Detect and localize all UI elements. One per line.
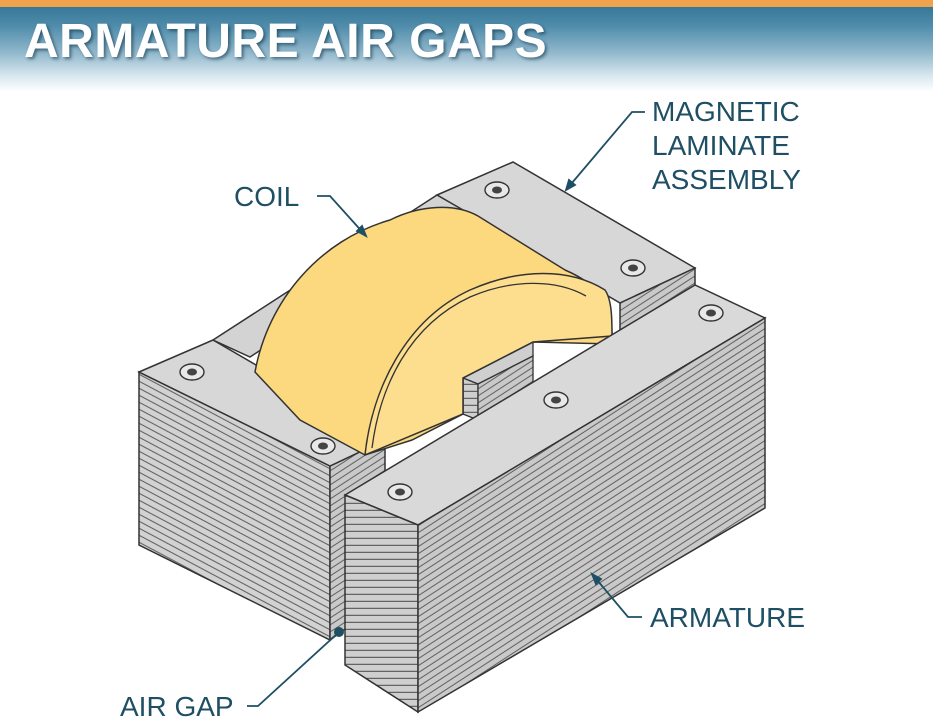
bolt-icon bbox=[310, 437, 336, 455]
armature-arrowhead bbox=[590, 571, 603, 586]
page-title: ARMATURE AIR GAPS bbox=[24, 15, 548, 68]
leader-lines bbox=[247, 111, 645, 707]
bolt-icon bbox=[484, 181, 510, 199]
bolt-icon bbox=[543, 391, 569, 409]
magnetic-leader bbox=[565, 111, 645, 191]
bolt-icon bbox=[387, 483, 413, 501]
air-gap-marker bbox=[334, 627, 344, 637]
bolt-icon bbox=[698, 304, 724, 322]
label-coil: COIL bbox=[234, 181, 299, 212]
coil-leader bbox=[317, 195, 367, 237]
armature-front-face bbox=[344, 493, 419, 714]
coil-edge-line bbox=[371, 282, 587, 449]
bolts bbox=[179, 181, 724, 501]
bolt-icon bbox=[620, 259, 646, 277]
bolt-icon bbox=[179, 363, 205, 381]
armature-leader bbox=[591, 573, 642, 618]
coil-front-ring bbox=[364, 272, 613, 457]
label-magnetic-line3: ASSEMBLY bbox=[652, 164, 801, 195]
airgap-leader bbox=[247, 632, 339, 707]
center-tongue-face bbox=[462, 377, 479, 421]
armature-side-face bbox=[417, 316, 766, 714]
label-magnetic-line2: LAMINATE bbox=[652, 130, 790, 161]
coil bbox=[254, 206, 613, 457]
magnetic-arrowhead bbox=[564, 178, 577, 192]
title-band bbox=[0, 0, 933, 92]
label-magnetic-line1: MAGNETIC bbox=[652, 96, 800, 127]
accent-rule bbox=[0, 0, 933, 7]
coil-arrowhead bbox=[355, 224, 368, 239]
label-armature: ARMATURE bbox=[650, 602, 805, 633]
label-air-gap: AIR GAP bbox=[120, 691, 234, 722]
